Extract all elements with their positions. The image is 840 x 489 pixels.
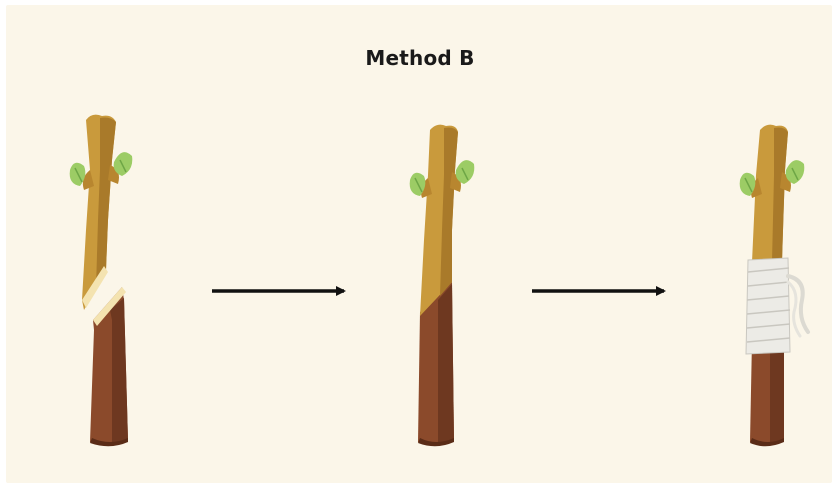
scion-cut [70,115,133,310]
bud-leaf-icon [786,160,805,184]
bud-leaf-icon [456,160,475,184]
scion [410,125,475,316]
rootstock [750,340,784,446]
scion [740,125,805,262]
step-3-wrapped-graft [740,125,808,447]
bud-leaf-icon [114,152,133,176]
step-2-joined-graft [410,125,475,447]
step-1-cut-graft [70,115,133,447]
graft-wrap-tape [746,258,808,354]
rootstock-cut [90,287,128,446]
